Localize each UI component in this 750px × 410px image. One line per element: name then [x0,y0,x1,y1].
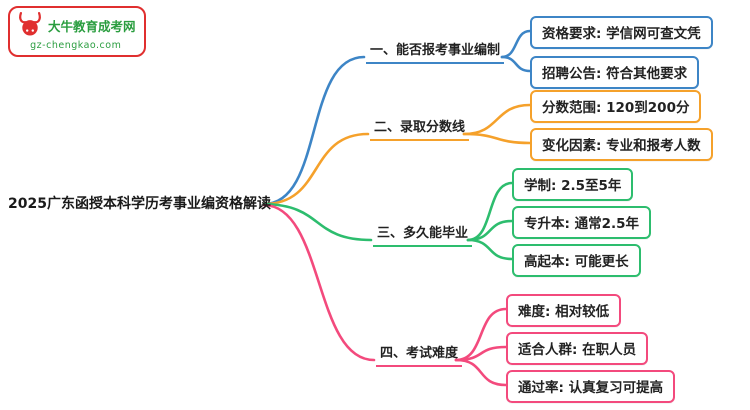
logo-row: 大牛教育成考网 [16,11,136,39]
connector-branch1-leaf1 [500,29,532,59]
connector-root-branch-2 [262,132,370,206]
connector-branch1-leaf2 [500,55,532,73]
connector-root-branch-4 [262,203,376,362]
leaf-node-2-1: 分数范围: 120到200分 [530,90,702,123]
connector-branch3-leaf3 [466,238,514,261]
connector-branch4-leaf1 [454,307,508,362]
connector-branch4-leaf3 [454,358,508,387]
bull-icon [19,11,41,36]
connector-branch3-leaf1 [466,181,514,242]
leaf-node-2-2: 变化因素: 专业和报考人数 [530,128,713,161]
leaf-node-3-1: 学制: 2.5至5年 [512,168,634,201]
leaf-node-1-1: 资格要求: 学信网可查文凭 [530,16,713,49]
logo-domain: gz-chengkao.com [30,40,122,51]
connector-branch4-leaf2 [454,345,508,362]
branch-node-4: 四、考试难度 [376,339,463,367]
connector-root-branch-1 [262,55,366,206]
branch-node-1: 一、能否报考事业编制 [366,36,505,64]
leaf-node-1-2: 招聘公告: 符合其他要求 [530,56,700,89]
leaf-node-3-3: 高起本: 可能更长 [512,244,641,277]
root-node: 2025广东函授本科学历考事业编资格解读 [8,196,271,212]
connector-branch2-leaf1 [462,103,532,136]
leaf-node-4-1: 难度: 相对较低 [506,294,622,327]
branch-node-2: 二、录取分数线 [370,113,470,141]
connector-branch2-leaf2 [462,132,532,145]
connector-branch3-leaf2 [466,219,514,242]
leaf-node-3-2: 专升本: 通常2.5年 [512,206,652,239]
logo: 大牛教育成考网 gz-chengkao.com [8,6,146,57]
connector-root-branch-3 [262,202,373,242]
branch-node-3: 三、多久能毕业 [373,219,473,247]
leaf-node-4-3: 通过率: 认真复习可提高 [506,370,676,403]
logo-title: 大牛教育成考网 [48,18,136,34]
leaf-node-4-2: 适合人群: 在职人员 [506,332,649,365]
